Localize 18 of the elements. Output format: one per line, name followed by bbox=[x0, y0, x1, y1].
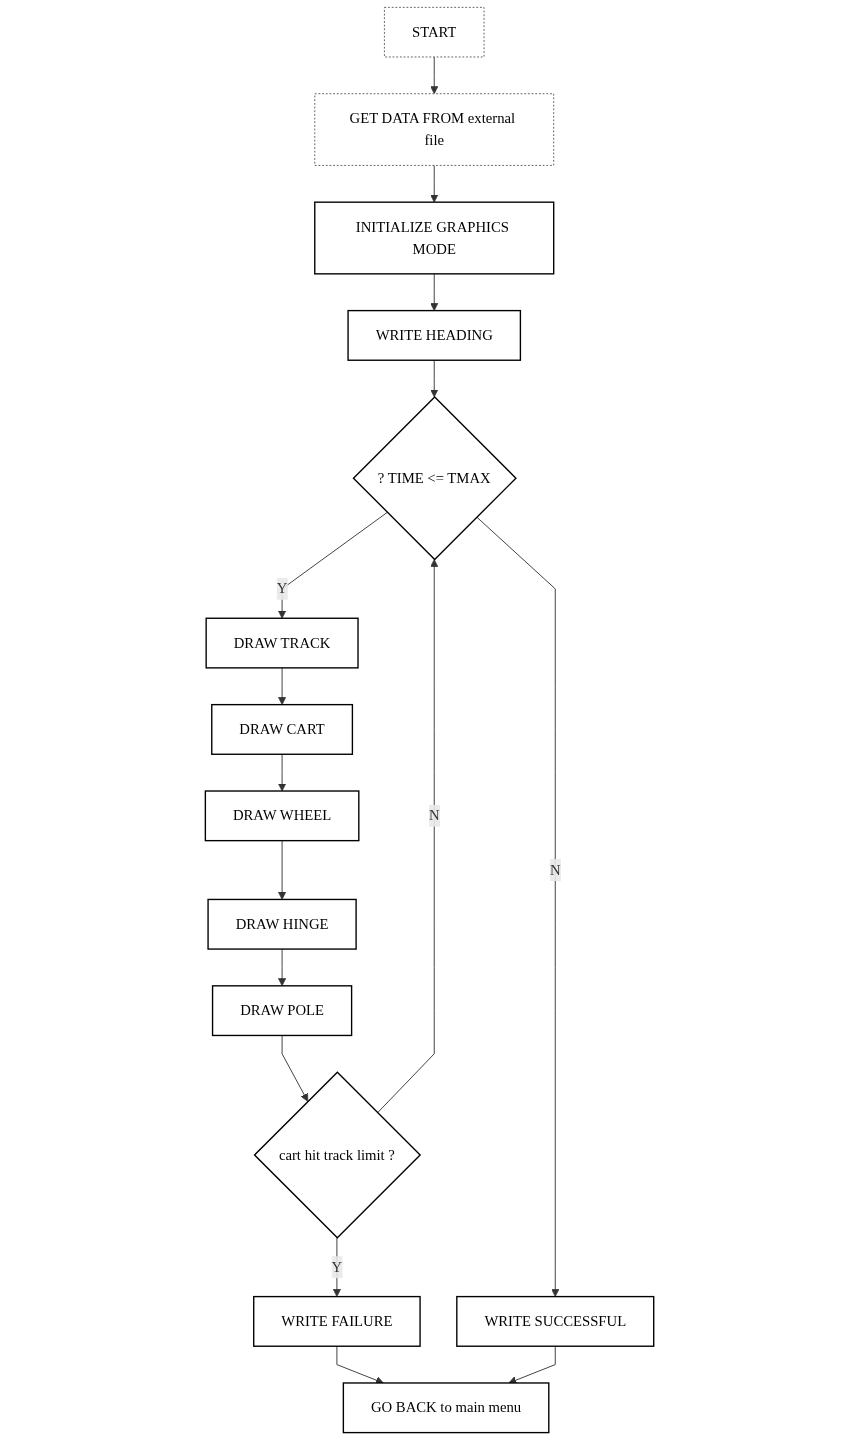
node-box: START bbox=[384, 6, 485, 58]
node-box: INITIALIZE GRAPHICS MODE bbox=[314, 201, 555, 275]
edge-label: N bbox=[429, 807, 441, 824]
node-box: GET DATA FROM external file bbox=[314, 93, 555, 166]
node-diamond: ? TIME <= TMAX bbox=[352, 396, 518, 561]
edge-label: N bbox=[550, 861, 562, 878]
node-box: DRAW HINGE bbox=[207, 898, 358, 950]
node-diamond: cart hit track limit ? bbox=[254, 1071, 422, 1239]
edge-label: Y bbox=[277, 580, 288, 597]
node-box: DRAW TRACK bbox=[205, 617, 360, 669]
node-box: DRAW CART bbox=[211, 703, 354, 755]
node-box: WRITE FAILURE bbox=[253, 1295, 422, 1347]
node-box: DRAW WHEEL bbox=[205, 790, 360, 842]
node-box: GO BACK to main menu bbox=[343, 1382, 550, 1434]
node-box: WRITE HEADING bbox=[347, 309, 522, 361]
node-box: WRITE SUCCESSFUL bbox=[456, 1295, 655, 1347]
node-box: DRAW POLE bbox=[212, 985, 353, 1037]
edge-label: Y bbox=[332, 1258, 343, 1275]
